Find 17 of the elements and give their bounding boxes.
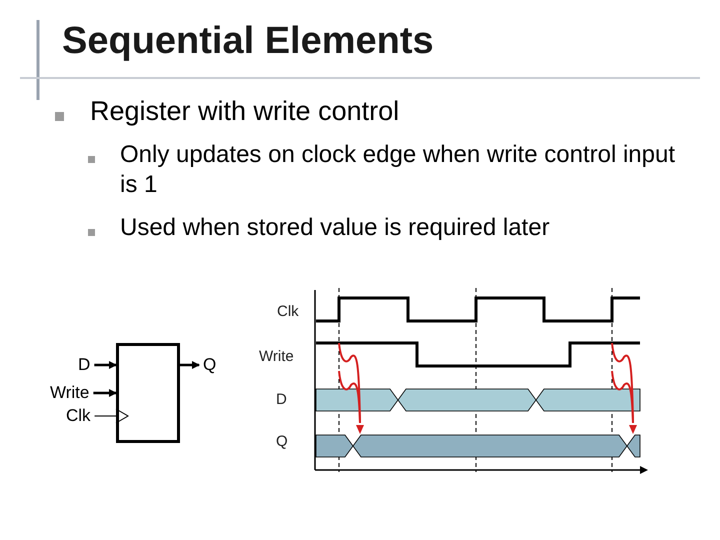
register-box	[116, 343, 180, 443]
arrow	[93, 389, 117, 397]
signal-label: Write	[259, 348, 294, 365]
bullet-text: Used when stored value is required later	[120, 213, 551, 243]
pin-label: Q	[203, 355, 216, 375]
arrow	[94, 361, 117, 369]
bullet-text: Only updates on clock edge when write control input is 1	[120, 140, 676, 200]
signal-label: Q	[276, 433, 288, 450]
pin-label: Clk	[66, 406, 91, 426]
signal-label: D	[276, 391, 287, 408]
signal-label: Clk	[277, 303, 299, 320]
slide-title: Sequential Elements	[62, 20, 434, 63]
clock-input-arrow	[94, 408, 129, 424]
bullet-text: Register with write control	[90, 96, 400, 126]
arrow	[180, 361, 200, 369]
pin-label: D	[78, 355, 90, 375]
pin-label: Write	[50, 383, 90, 403]
